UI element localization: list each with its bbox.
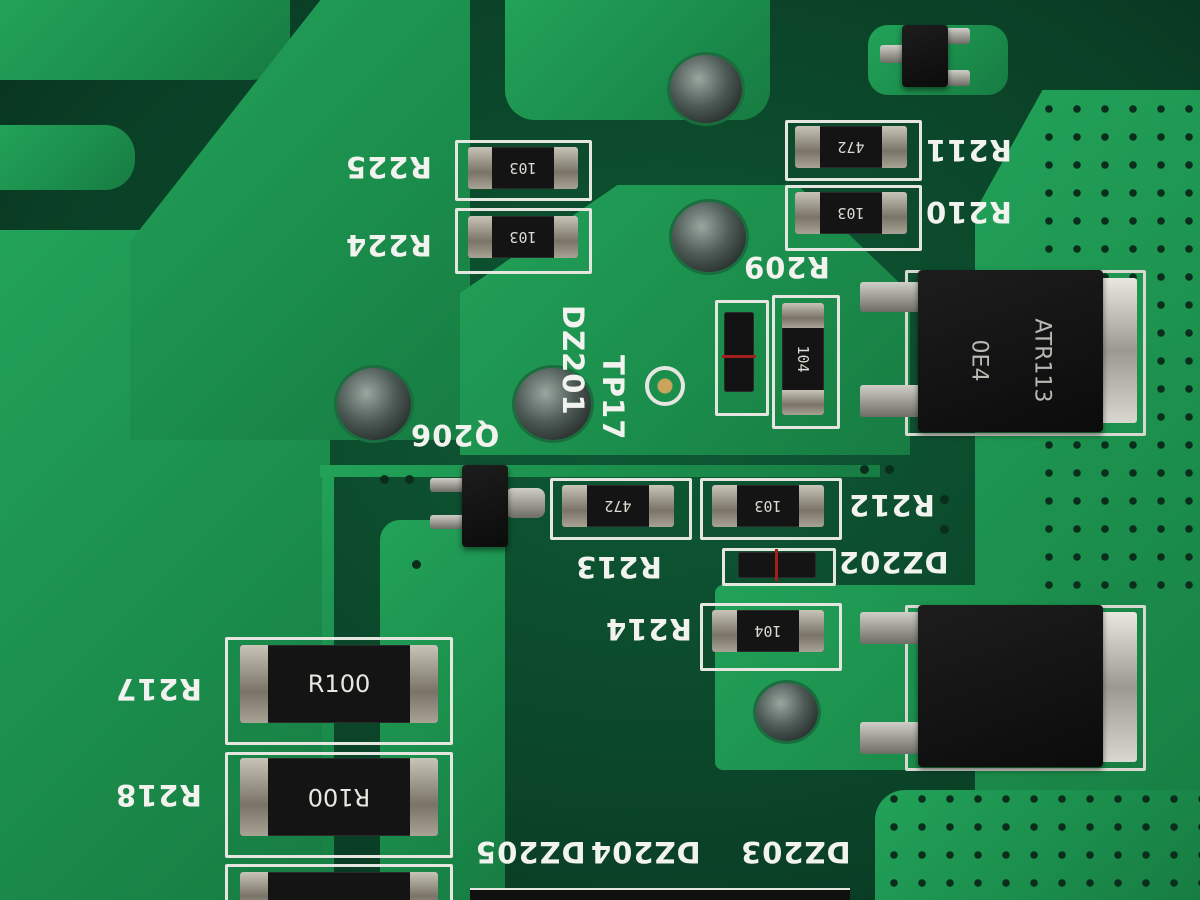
resistor-partial-outline bbox=[225, 864, 453, 900]
silk-dz204: DZ204 bbox=[590, 835, 701, 869]
test-point-tp17-pad bbox=[645, 366, 685, 406]
silk-dz202: DZ202 bbox=[838, 545, 949, 579]
resistor-r224: 103 bbox=[468, 216, 578, 258]
via-array-bottom bbox=[880, 785, 1200, 900]
r212-outline bbox=[700, 478, 842, 540]
dz-pads-bottom bbox=[470, 888, 850, 900]
transistor-q206 bbox=[462, 465, 508, 547]
resistor-code: R100 bbox=[307, 670, 371, 698]
ic-lead bbox=[860, 385, 925, 417]
resistor-r213: 472 bbox=[562, 485, 674, 527]
via-dot bbox=[860, 465, 869, 474]
silk-r225: R225 bbox=[345, 150, 432, 184]
ic-regulator-top: ATR113 0E4 bbox=[918, 270, 1103, 432]
q206-lead bbox=[430, 515, 470, 529]
via-large bbox=[670, 55, 742, 123]
silk-r214: R214 bbox=[605, 612, 692, 646]
silk-dz201: DZ201 bbox=[556, 305, 590, 416]
ic-regulator-bottom bbox=[918, 605, 1103, 767]
silk-r218: R218 bbox=[115, 778, 202, 812]
transistor-top bbox=[902, 25, 948, 87]
ic-lead bbox=[860, 282, 925, 312]
ic-marking-line2: 0E4 bbox=[966, 339, 992, 382]
resistor-code: 103 bbox=[509, 159, 537, 177]
resistor-r210: 103 bbox=[795, 192, 907, 234]
resistor-code: 472 bbox=[837, 138, 865, 156]
r213-outline bbox=[550, 478, 692, 540]
silk-r224: R224 bbox=[345, 228, 432, 262]
resistor-partial bbox=[240, 872, 438, 900]
q206-lead bbox=[505, 488, 545, 518]
silk-r211: R211 bbox=[925, 133, 1012, 167]
dz202-outline bbox=[722, 548, 836, 586]
resistor-code: 104 bbox=[754, 622, 782, 640]
r218-outline bbox=[225, 752, 453, 858]
via-dot bbox=[940, 525, 949, 534]
zener-dz201 bbox=[724, 312, 754, 392]
resistor-r214: 104 bbox=[712, 610, 824, 652]
silk-r213: R213 bbox=[575, 550, 662, 584]
via-dot bbox=[885, 465, 894, 474]
r224-outline bbox=[455, 208, 592, 274]
r225-outline bbox=[455, 140, 592, 201]
r214-outline bbox=[700, 603, 842, 671]
resistor-r225: 103 bbox=[468, 147, 578, 189]
zener-cathode-mark bbox=[722, 355, 756, 358]
via-large bbox=[515, 368, 591, 440]
via-dot bbox=[405, 475, 414, 484]
zener-cathode-mark bbox=[775, 549, 778, 581]
ic-lead bbox=[860, 722, 925, 754]
via-dot bbox=[940, 495, 949, 504]
resistor-code: 104 bbox=[794, 345, 812, 373]
resistor-r212: 103 bbox=[712, 485, 824, 527]
ic-lead bbox=[860, 612, 925, 644]
resistor-r218: R100 bbox=[240, 758, 438, 836]
via-dot bbox=[380, 475, 389, 484]
silk-r209: R209 bbox=[743, 250, 830, 284]
ic-marking-line1: ATR113 bbox=[1029, 318, 1055, 403]
r210-outline bbox=[785, 185, 922, 251]
silk-q206: Q206 bbox=[410, 418, 500, 452]
resistor-code: 103 bbox=[754, 497, 782, 515]
silk-tp17: TP17 bbox=[596, 355, 630, 441]
r211-outline bbox=[785, 120, 922, 181]
q206-lead bbox=[430, 478, 470, 492]
resistor-r211: 472 bbox=[795, 126, 907, 168]
resistor-code: 472 bbox=[604, 497, 632, 515]
resistor-code: R100 bbox=[307, 783, 371, 811]
resistor-code: 103 bbox=[509, 228, 537, 246]
copper-pour-left-strip bbox=[0, 125, 135, 190]
dz201-outline bbox=[715, 300, 769, 416]
via-large bbox=[337, 368, 411, 440]
silk-dz205: DZ205 bbox=[475, 835, 586, 869]
resistor-r217: R100 bbox=[240, 645, 438, 723]
via-large bbox=[756, 683, 818, 741]
r209-outline bbox=[772, 295, 840, 429]
resistor-code: 103 bbox=[837, 204, 865, 222]
r217-outline bbox=[225, 637, 453, 745]
silk-r212: R212 bbox=[848, 488, 935, 522]
silk-r210: R210 bbox=[925, 195, 1012, 229]
resistor-r209: 104 bbox=[782, 303, 824, 415]
copper-trace-q206 bbox=[320, 465, 880, 477]
silk-r217: R217 bbox=[115, 672, 202, 706]
via-dot bbox=[412, 560, 421, 569]
copper-pour-top-left bbox=[0, 0, 290, 80]
silk-dz203: DZ203 bbox=[740, 835, 851, 869]
via-large bbox=[672, 202, 746, 272]
